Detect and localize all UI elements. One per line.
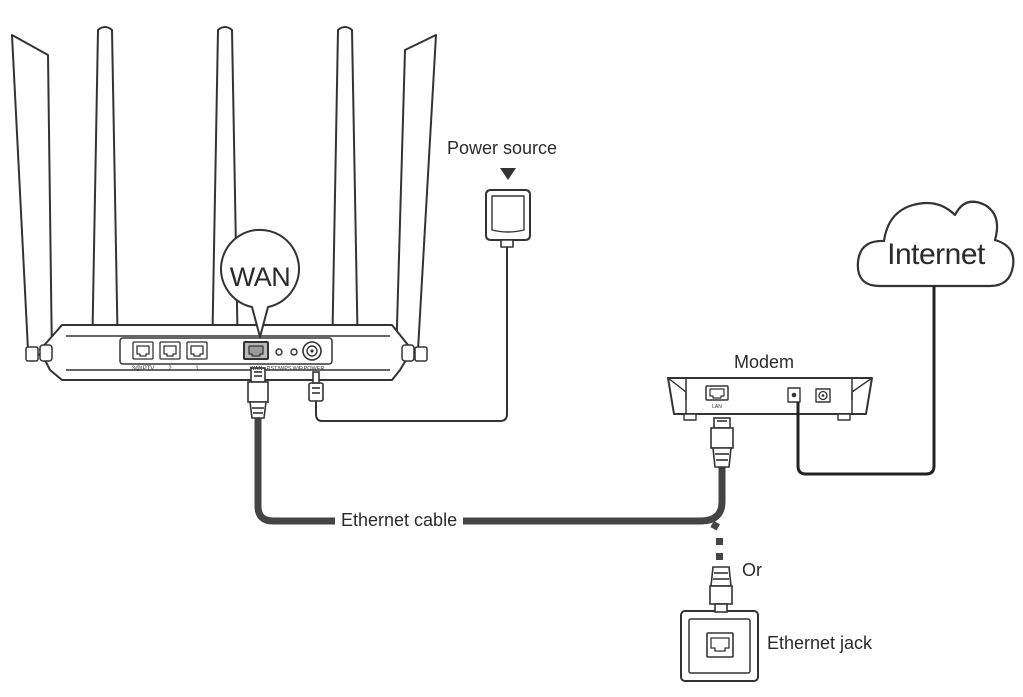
internet-label: Internet	[887, 238, 985, 271]
internet-line	[796, 286, 936, 476]
or-label: Or	[742, 560, 762, 580]
wan-callout	[220, 228, 300, 338]
router-lan-ports	[132, 341, 208, 360]
router-port-label-1: 1	[195, 366, 199, 372]
router-port-label-wifi: WiFi	[293, 366, 304, 372]
jack-rj45-plug	[709, 566, 733, 613]
ethernet-jack	[680, 610, 759, 682]
router-port-label-wan: WAN	[250, 366, 263, 372]
router	[11, 26, 437, 381]
modem	[667, 377, 873, 421]
power-plug	[308, 371, 324, 402]
modem-lan-port-label: LAN	[712, 404, 722, 410]
ethernet-cable-label: Ethernet cable	[335, 510, 464, 531]
router-port-label-power: POWER	[304, 366, 325, 372]
router-port-label-2: 2	[168, 366, 172, 372]
ethernet-cable-dotted	[710, 520, 723, 560]
power-cable	[315, 247, 508, 422]
power-adapter	[485, 168, 531, 248]
wifi-button	[290, 348, 298, 356]
rst-wps-button	[275, 348, 283, 356]
router-rj45-plug	[247, 367, 269, 419]
modem-label: Modem	[734, 352, 795, 372]
ethernet-cable-line	[254, 414, 726, 525]
ethernet-jack-label: Ethernet jack	[767, 633, 873, 653]
power-source-label: Power source	[447, 138, 558, 158]
router-port-label-rst: RST/WPS	[266, 366, 291, 372]
wan-callout-label: WAN	[229, 262, 291, 292]
router-antennas	[11, 26, 437, 361]
modem-rj45-plug	[710, 417, 734, 468]
internet-cloud	[856, 200, 1015, 288]
power-arrow-icon	[500, 168, 516, 180]
router-port-label-3: 3@IPTV	[132, 366, 155, 372]
